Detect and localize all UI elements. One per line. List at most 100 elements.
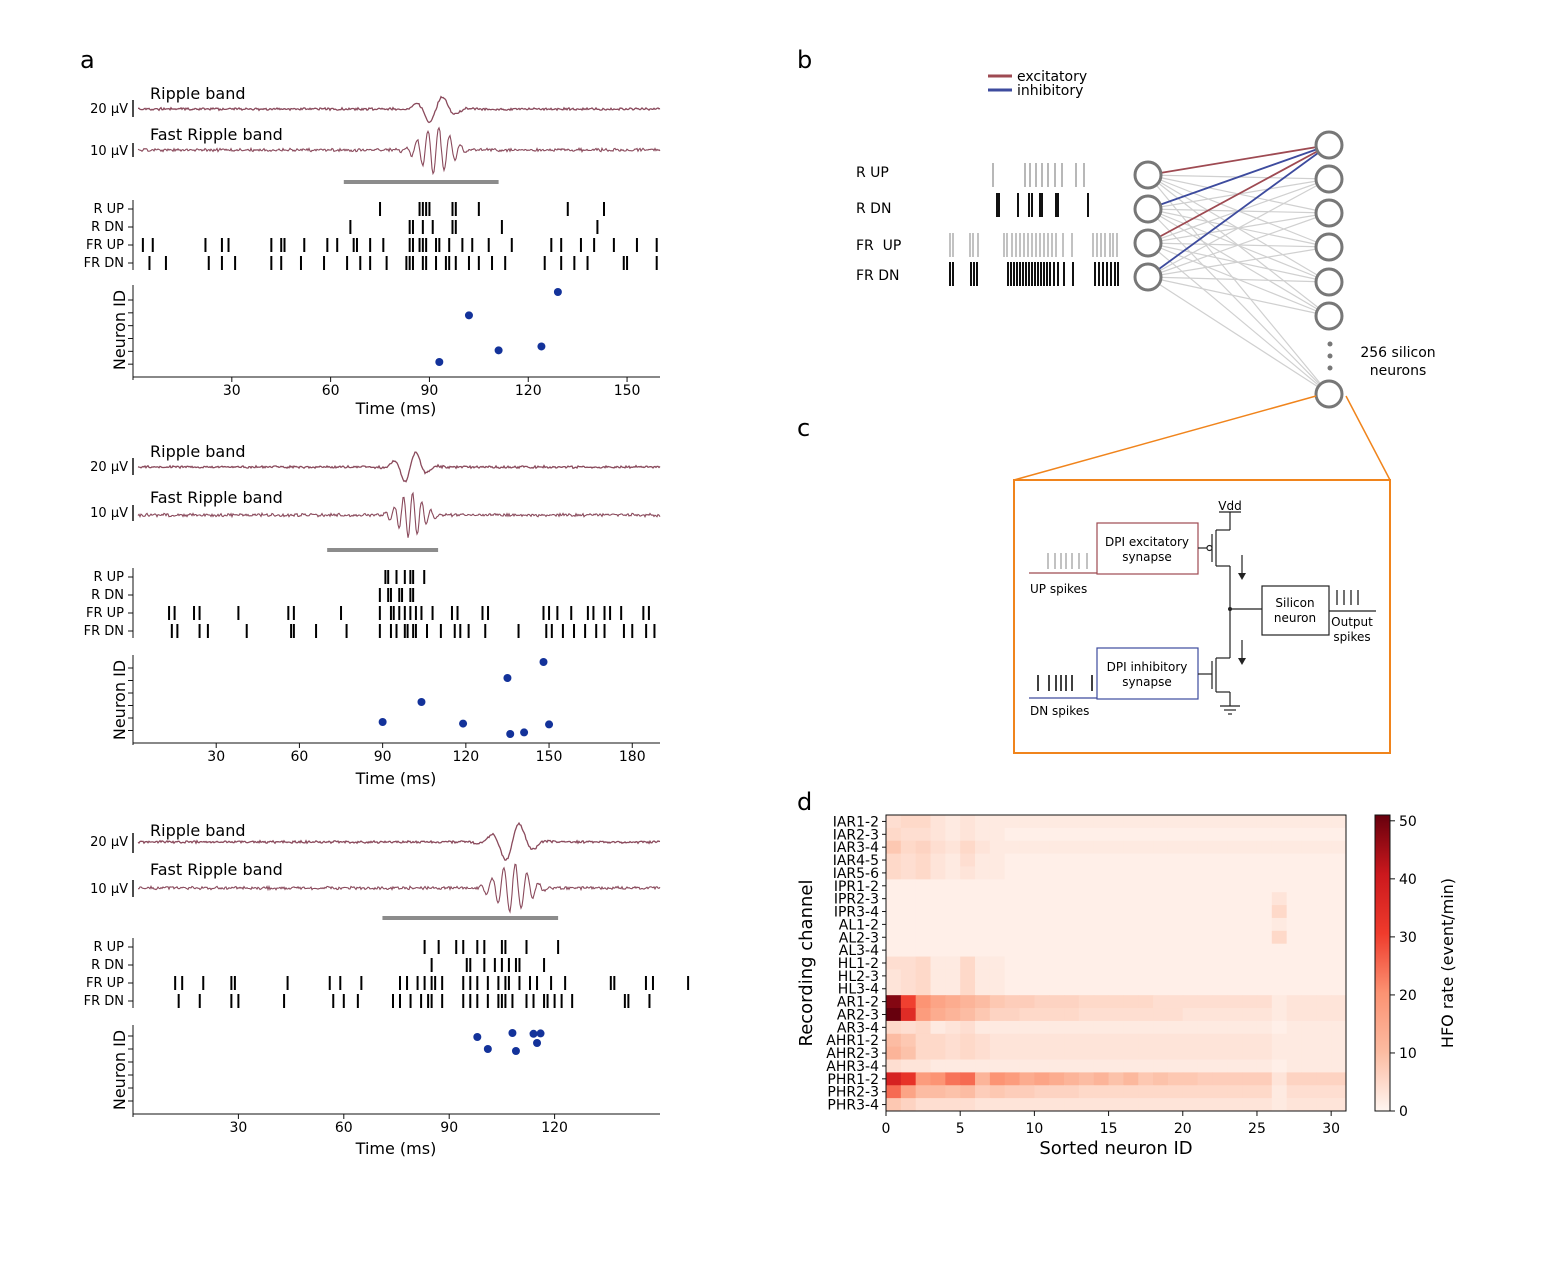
circuit-wiring	[1029, 512, 1376, 715]
heatmap-cell	[1019, 853, 1035, 867]
heatmap-cell	[1182, 879, 1199, 893]
heatmap-cell	[1197, 1072, 1213, 1086]
heatmap-cell	[1108, 930, 1124, 945]
heatmap-cell	[1078, 1020, 1095, 1035]
x-tick-label: 60	[322, 383, 340, 399]
zoom-lines	[1013, 395, 1391, 754]
subplot-2: Ripple band Fast Ripple band 20 μV 10 μV…	[84, 442, 661, 788]
heatmap-cell	[1093, 892, 1110, 906]
row-label: AR1-2	[837, 995, 879, 1011]
heatmap-cell	[1049, 982, 1065, 996]
row-label: IAR2-3	[833, 827, 879, 843]
heatmap-cell	[1256, 892, 1273, 906]
heatmap-cell	[1271, 815, 1288, 829]
heatmap-cell	[1019, 879, 1035, 893]
heatmap-cell	[1034, 956, 1050, 970]
heatmap-cell	[1212, 1046, 1228, 1061]
heatmap-cell	[1167, 1033, 1184, 1048]
heatmap-cell	[1167, 1008, 1184, 1022]
heatmap-cell	[1212, 905, 1228, 919]
heatmap-cell	[1301, 840, 1317, 855]
heatmap-cell	[1271, 982, 1288, 996]
heatmap-cell	[1301, 969, 1317, 983]
synapse-line	[1147, 276, 1330, 317]
heatmap-cell	[1301, 853, 1317, 867]
heatmap-cell	[1108, 969, 1124, 983]
heatmap-cell	[1138, 943, 1154, 958]
heatmap-cell	[975, 1072, 991, 1086]
heatmap-cell	[1301, 995, 1317, 1009]
heatmap-cell	[1093, 930, 1110, 945]
heatmap-cell	[960, 1059, 976, 1073]
heatmap-cell	[989, 1046, 1006, 1061]
heatmap-cell	[989, 892, 1006, 906]
heatmap-cell	[1212, 892, 1228, 906]
heatmap-cell	[960, 853, 976, 867]
heatmap-cell	[900, 853, 917, 867]
heatmap-cell	[989, 1085, 1006, 1099]
heatmap-cell	[1197, 827, 1213, 842]
heatmap-cell	[1301, 1008, 1317, 1022]
heatmap-cell	[915, 969, 932, 983]
row-label: HL3-4	[838, 982, 879, 998]
heatmap-cell	[900, 866, 917, 880]
panel-letter-d: d	[797, 788, 812, 816]
heatmap-cell	[1242, 917, 1258, 932]
heatmap-cell	[1316, 995, 1332, 1009]
heatmap-cell	[1197, 917, 1213, 932]
row-label: AL3-4	[839, 943, 879, 959]
heatmap-cell	[1286, 969, 1302, 983]
heatmap-cell	[945, 1033, 961, 1048]
heatmap-cell	[1271, 930, 1288, 945]
fast-ripple-band-label: Fast Ripple band	[150, 860, 283, 879]
heatmap-cell	[1227, 982, 1243, 996]
heatmap-cell	[1004, 879, 1021, 893]
heatmap-xlabel: Sorted neuron ID	[1039, 1138, 1192, 1159]
heatmap-cell	[1034, 879, 1050, 893]
heatmap-cell	[960, 879, 976, 893]
heatmap-cell	[1212, 815, 1228, 829]
heatmap-cell	[1331, 815, 1347, 829]
heatmap-cell	[915, 1033, 932, 1048]
neuron-node	[1314, 232, 1344, 262]
heatmap-cell	[1301, 827, 1317, 842]
heatmap-cell	[1331, 840, 1347, 855]
x-tick-label: 10	[1025, 1121, 1043, 1137]
heatmap-cell	[960, 969, 976, 983]
heatmap-cell	[945, 917, 961, 932]
heatmap-cell	[1167, 879, 1184, 893]
heatmap-cell	[1153, 1098, 1169, 1112]
neuron-node	[1314, 164, 1344, 194]
heatmap-chart: IAR1-2IAR2-3IAR3-4IAR4-5IAR5-6IPR1-2IPR2…	[796, 814, 1457, 1159]
neuron-node	[1133, 262, 1163, 292]
panel-letter-b: b	[797, 46, 812, 74]
heatmap-cell	[930, 866, 946, 880]
heatmap-cell	[1286, 995, 1302, 1009]
circuit-spike-glyphs	[1037, 553, 1359, 691]
heatmap-cell	[1197, 969, 1213, 983]
heatmap-cell	[1227, 853, 1243, 867]
heatmap-cell	[915, 879, 932, 893]
heatmap-cell	[1301, 1085, 1317, 1099]
heatmap-cell	[1271, 995, 1288, 1009]
heatmap-cell	[1093, 1098, 1110, 1112]
heatmap-cell	[960, 1020, 976, 1035]
heatmap-cell	[1034, 892, 1050, 906]
neuron-spike-dot	[494, 346, 503, 355]
heatmap-cell	[1286, 1046, 1302, 1061]
heatmap-cell	[1108, 892, 1124, 906]
heatmap-cell	[1138, 905, 1154, 919]
heatmap-cell	[1316, 930, 1332, 945]
heatmap-cell	[960, 1098, 976, 1112]
heatmap-cell	[886, 853, 902, 867]
ellipsis-dot	[1327, 365, 1333, 371]
heatmap-cell	[1049, 879, 1065, 893]
circuit-node	[1228, 607, 1232, 611]
heatmap-cell	[1227, 879, 1243, 893]
heatmap-cell	[1331, 917, 1347, 932]
heatmap-cell	[1108, 879, 1124, 893]
heatmap-cell	[1182, 1059, 1199, 1073]
heatmap-cell	[1153, 853, 1169, 867]
dpi-excitatory-label-2: synapse	[1122, 550, 1172, 564]
